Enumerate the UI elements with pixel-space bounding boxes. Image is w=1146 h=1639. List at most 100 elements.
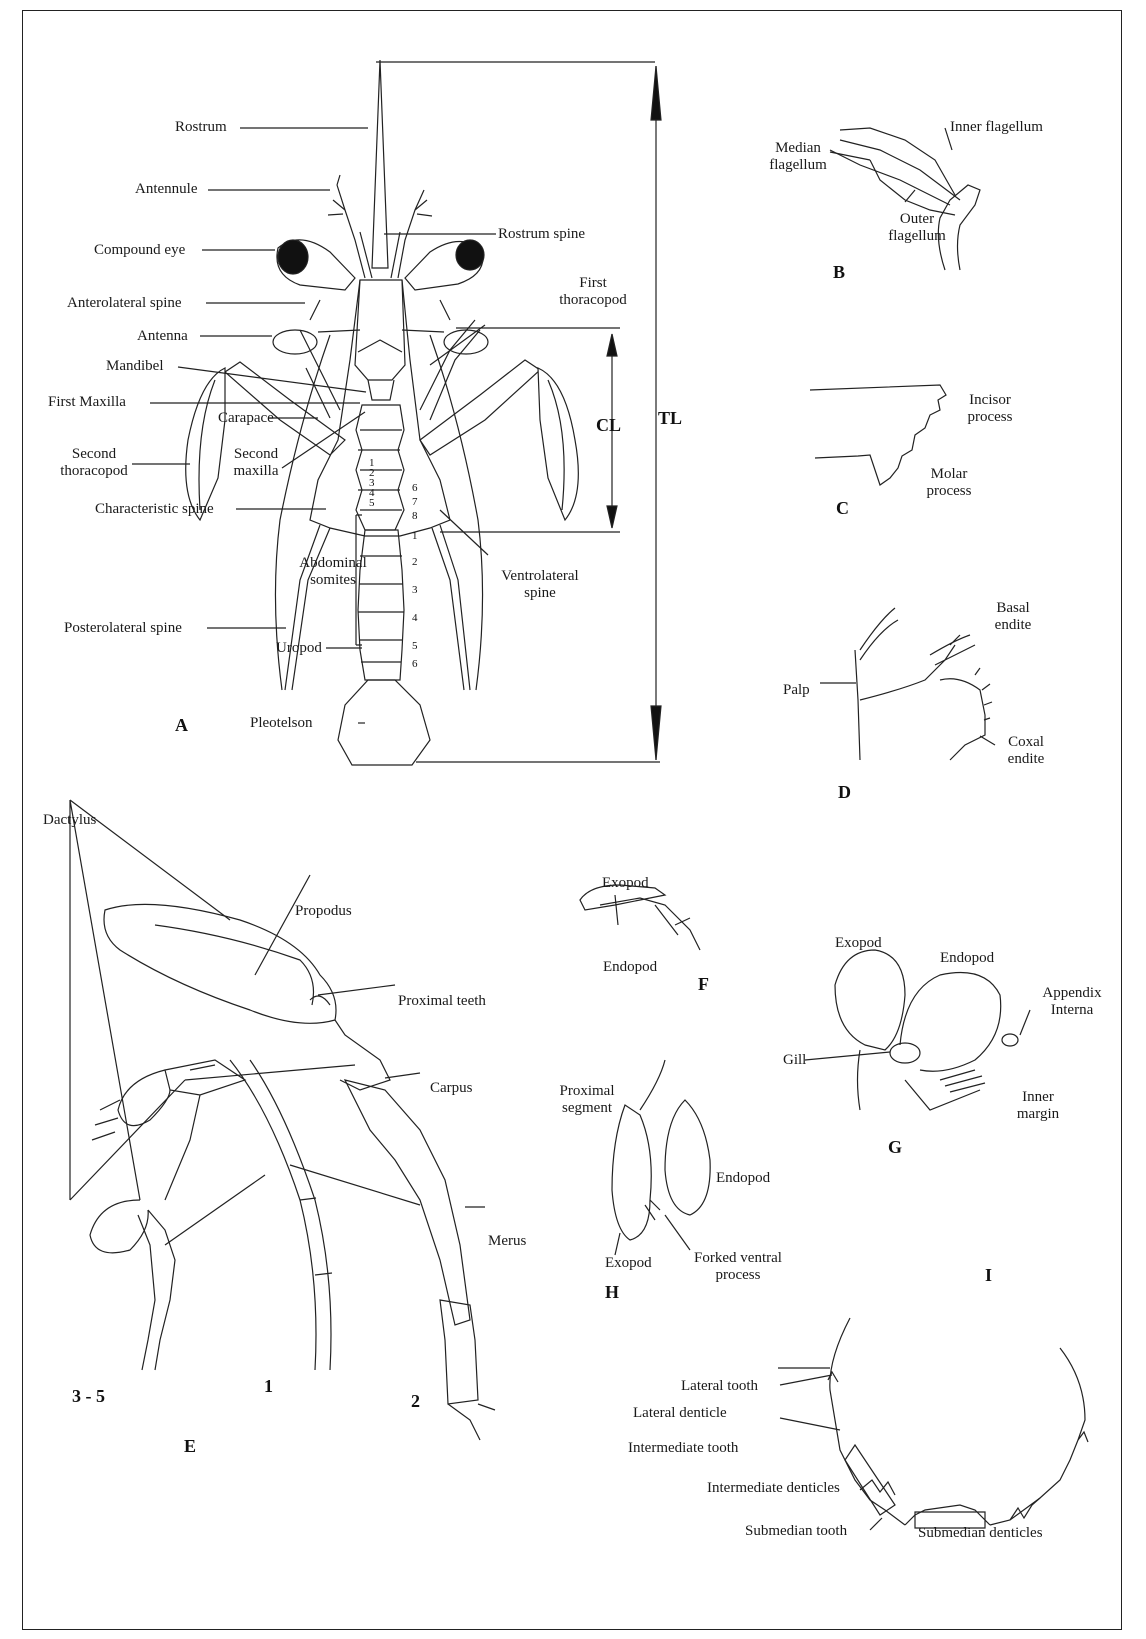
- label-median-flagellum-line2: flagellum: [769, 157, 826, 173]
- label-lateral-tooth: Lateral tooth: [681, 1378, 758, 1395]
- label-first-maxilla: First Maxilla: [48, 394, 126, 411]
- label-intermediate-denticles: Intermediate denticles: [707, 1480, 840, 1497]
- label-legs-3-5: 3 - 5: [72, 1386, 105, 1407]
- panel-g-drawing: [805, 950, 1030, 1110]
- label-merus: Merus: [488, 1233, 526, 1250]
- label-inner-margin-line1: Inner: [1022, 1089, 1054, 1105]
- label-outer-flagellum-line2: flagellum: [888, 228, 945, 244]
- panel-label-g: G: [888, 1137, 902, 1158]
- label-first-thoracopod-line2: thoracopod: [559, 292, 626, 308]
- label-lateral-denticle: Lateral denticle: [633, 1405, 727, 1422]
- label-submedian-denticles: Submedian denticles: [918, 1525, 1043, 1542]
- label-ventrolateral-spine-line1: Ventrolateral: [501, 568, 578, 584]
- abdominal-number: 2: [412, 556, 418, 568]
- label-incisor-process-line2: process: [968, 409, 1013, 425]
- label-characteristic-spine: Characteristic spine: [95, 501, 214, 518]
- label-median-flagellum-line1: Median: [775, 140, 821, 156]
- thoracic-number: 6: [412, 482, 418, 494]
- panel-d-drawing: [820, 608, 995, 760]
- abdominal-number: 4: [412, 612, 418, 624]
- label-basal-endite-line1: Basal: [996, 600, 1029, 616]
- label-second-thoracopod-line1: Second: [72, 446, 116, 462]
- abdominal-number: 3: [412, 584, 418, 596]
- label-first-thoracopod-line1: First: [579, 275, 607, 291]
- label-intermediate-tooth: Intermediate tooth: [628, 1440, 738, 1457]
- label-palp: Palp: [783, 682, 810, 699]
- label-cl: CL: [596, 415, 621, 436]
- label-posterolateral-spine: Posterolateral spine: [64, 620, 182, 637]
- panel-label-i: I: [985, 1265, 992, 1286]
- label-antennule: Antennule: [135, 181, 197, 198]
- label-carapace: Carapace: [218, 410, 274, 427]
- panel-i-drawing: [778, 1318, 1088, 1530]
- label-compound-eye: Compound eye: [94, 242, 185, 259]
- label-incisor-process-line1: Incisor: [969, 392, 1011, 408]
- label-propodus: Propodus: [295, 903, 352, 920]
- panel-h-drawing: [612, 1060, 710, 1255]
- label-second-maxilla-line2: maxilla: [234, 463, 279, 479]
- label-g-exopod: Exopod: [835, 935, 882, 952]
- panel-label-h: H: [605, 1282, 619, 1303]
- label-appendix-interna-line1: Appendix: [1042, 985, 1101, 1001]
- label-outer-flagellum-line1: Outer: [900, 211, 934, 227]
- label-inner-margin-line2: margin: [1017, 1106, 1059, 1122]
- label-appendix-interna-line2: Interna: [1051, 1002, 1093, 1018]
- abdominal-number: 1: [412, 530, 418, 542]
- label-mandibel: Mandibel: [106, 358, 164, 375]
- panel-label-f: F: [698, 974, 709, 995]
- label-coxal-endite: Coxalendite: [998, 734, 1054, 768]
- label-coxal-endite-line1: Coxal: [1008, 734, 1044, 750]
- label-submedian-tooth: Submedian tooth: [745, 1523, 847, 1540]
- label-molar-process: Molarprocess: [914, 466, 984, 500]
- label-second-thoracopod: Secondthoracopod: [48, 446, 140, 480]
- label-f-endopod: Endopod: [603, 959, 657, 976]
- label-dactylus: Dactylus: [43, 812, 96, 829]
- label-rostrum-spine: Rostrum spine: [498, 226, 585, 243]
- label-uropod: Uropod: [276, 640, 322, 657]
- label-leg-2: 2: [411, 1391, 420, 1412]
- label-second-maxilla-line1: Second: [234, 446, 278, 462]
- label-proximal-segment-line1: Proximal: [560, 1083, 615, 1099]
- panel-label-d: D: [838, 782, 851, 803]
- panel-label-b: B: [833, 262, 845, 283]
- label-leg-1: 1: [264, 1376, 273, 1397]
- label-rostrum: Rostrum: [175, 119, 227, 136]
- label-g-endopod: Endopod: [940, 950, 994, 967]
- panel-e-drawing: [70, 800, 495, 1440]
- label-proximal-teeth: Proximal teeth: [398, 993, 486, 1010]
- label-h-exopod: Exopod: [605, 1255, 652, 1272]
- label-anterolateral-spine: Anterolateral spine: [67, 295, 182, 312]
- abdominal-number: 6: [412, 658, 418, 670]
- panel-label-e: E: [184, 1436, 196, 1457]
- label-pleotelson: Pleotelson: [250, 715, 313, 732]
- label-forked-ventral-process-line1: Forked ventral: [694, 1250, 782, 1266]
- label-abdominal-somites-line2: somites: [310, 572, 356, 588]
- panel-a-drawing: [132, 60, 661, 765]
- label-second-thoracopod-line2: thoracopod: [60, 463, 127, 479]
- abdominal-number: 5: [412, 640, 418, 652]
- thoracic-number: 5: [369, 497, 375, 509]
- label-f-exopod: Exopod: [602, 875, 649, 892]
- label-coxal-endite-line2: endite: [1008, 751, 1045, 767]
- label-molar-process-line1: Molar: [931, 466, 968, 482]
- panel-f-drawing: [580, 885, 700, 950]
- thoracic-number: 8: [412, 510, 418, 522]
- label-ventrolateral-spine-line2: spine: [524, 585, 556, 601]
- label-h-endopod: Endopod: [716, 1170, 770, 1187]
- label-tl: TL: [658, 408, 682, 429]
- label-forked-ventral-process-line2: process: [716, 1267, 761, 1283]
- label-gill: Gill: [783, 1052, 806, 1069]
- label-basal-endite-line2: endite: [995, 617, 1032, 633]
- label-proximal-segment-line2: segment: [562, 1100, 612, 1116]
- label-abdominal-somites-line1: Abdominal: [299, 555, 367, 571]
